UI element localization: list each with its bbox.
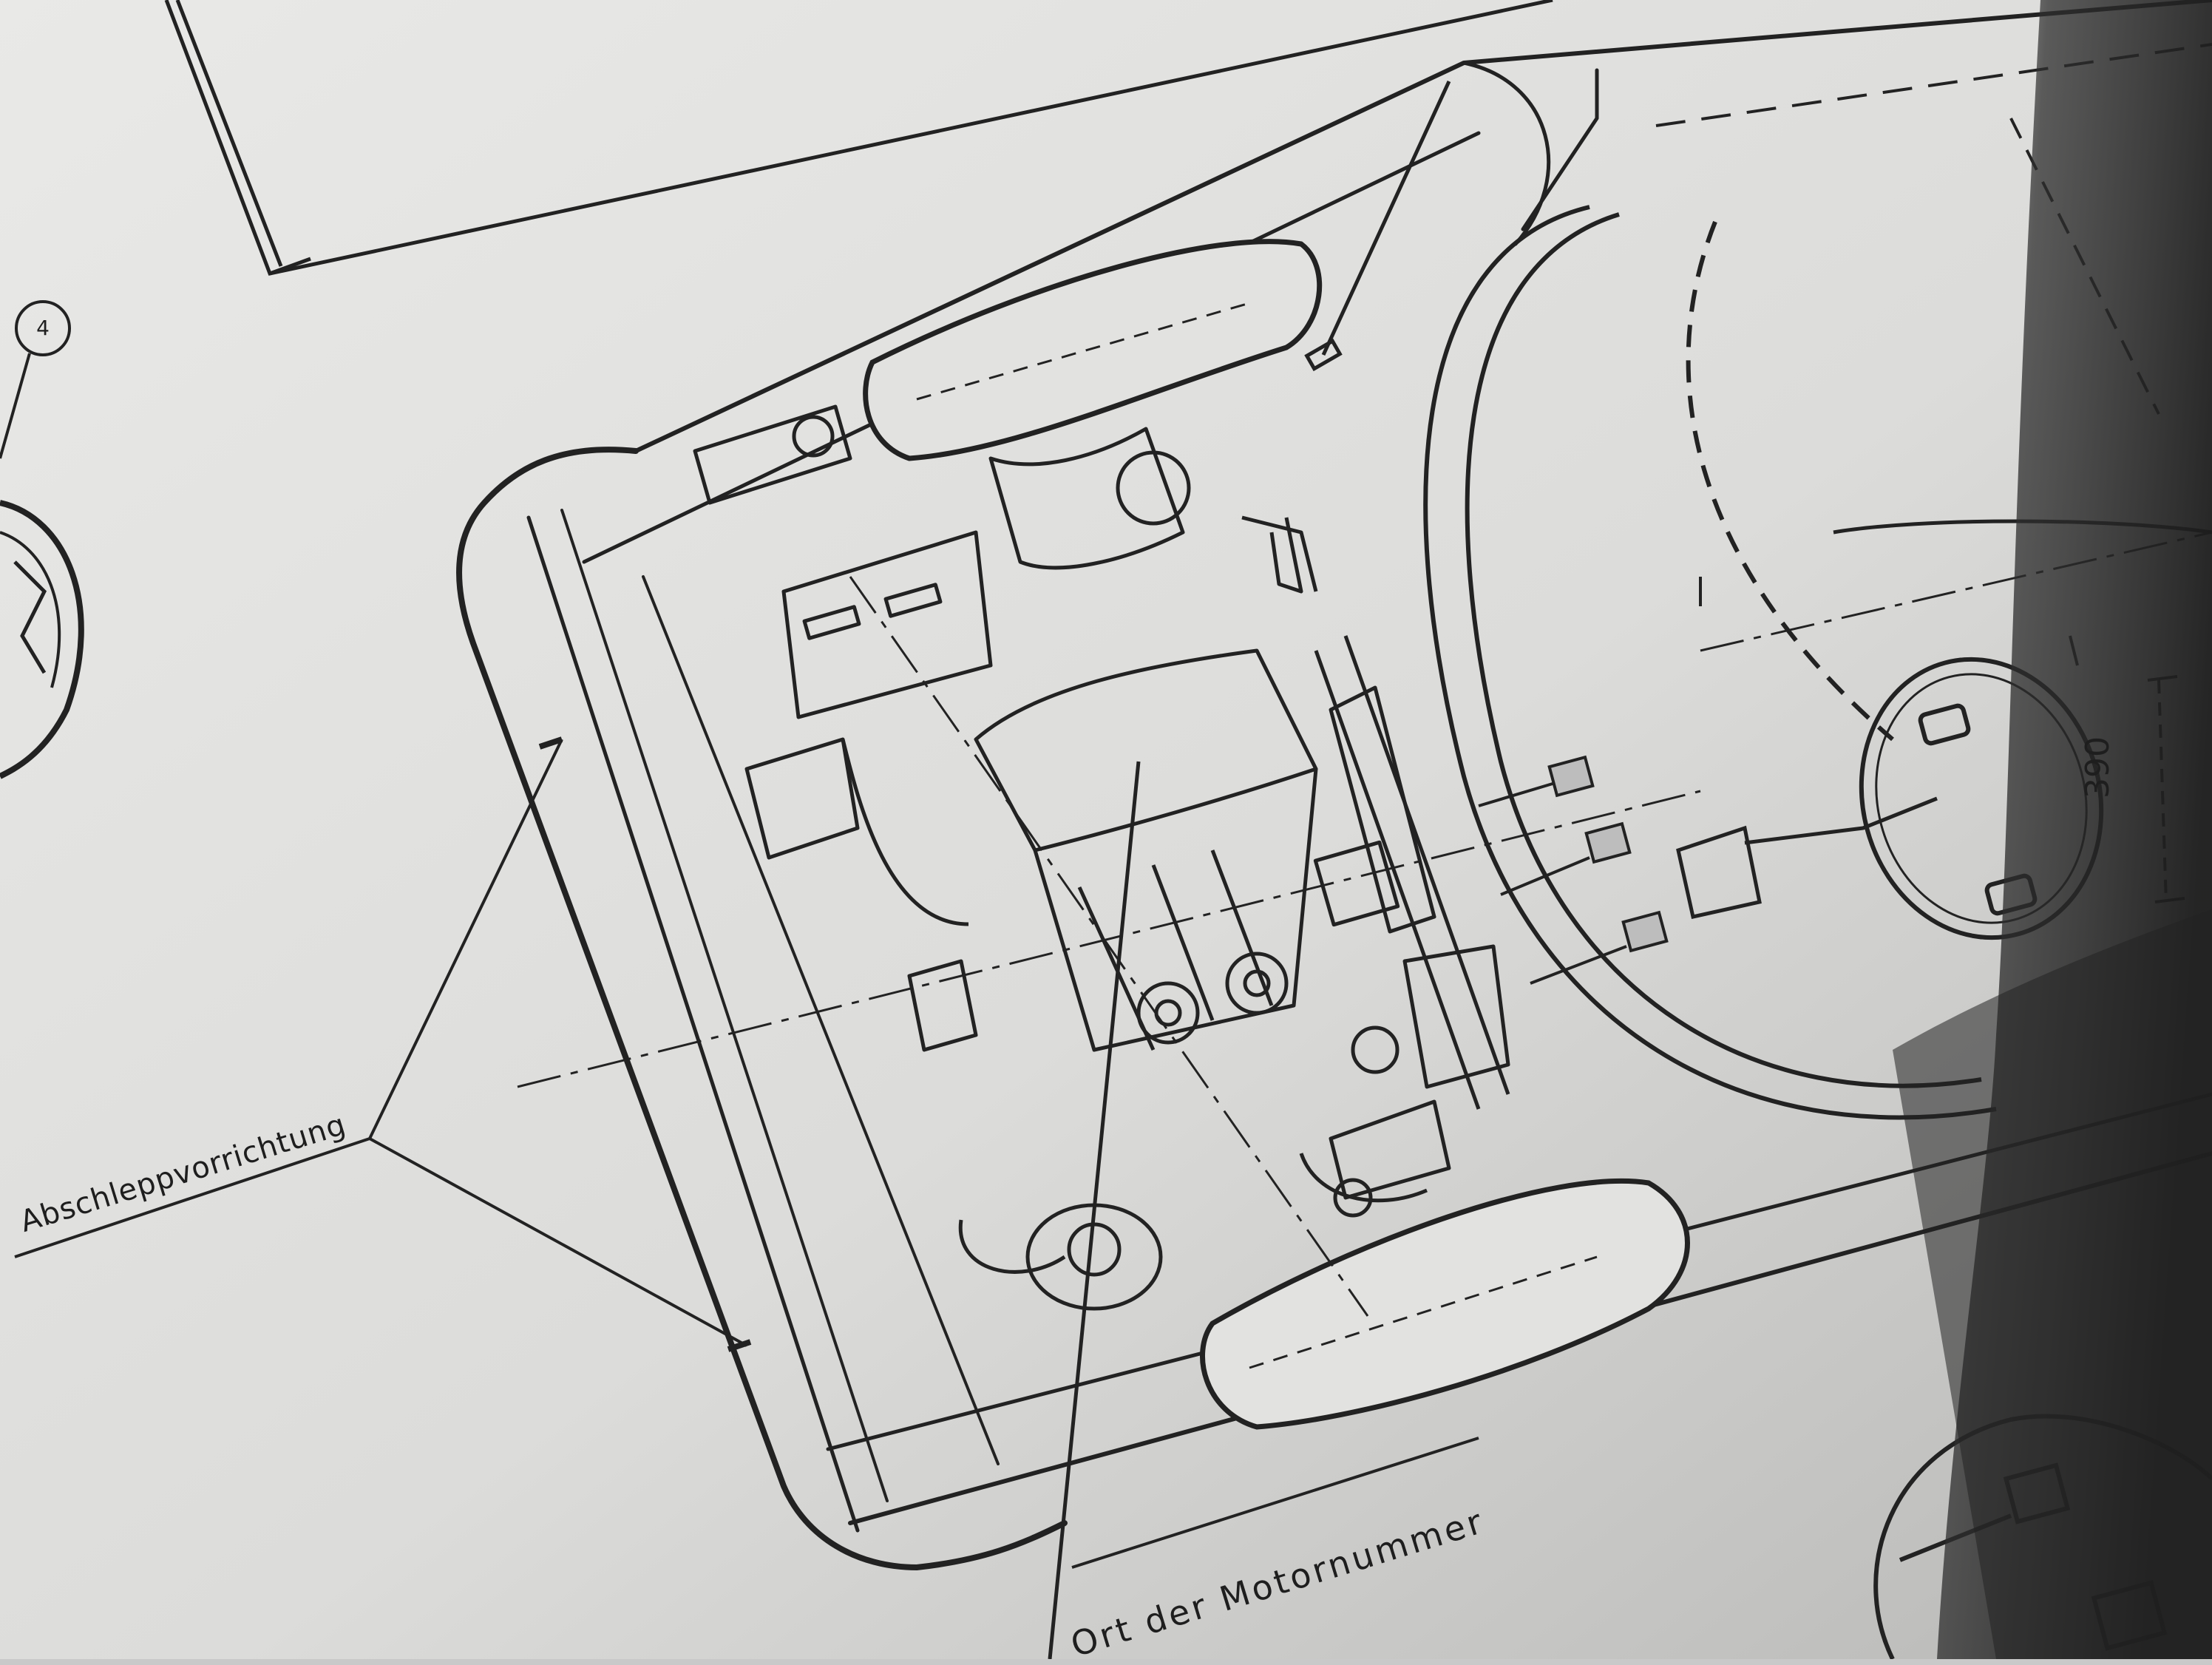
pedals <box>1547 755 1669 953</box>
towing-leaders <box>14 736 752 1352</box>
tire-bottom <box>1200 1178 1690 1430</box>
detail-marker-4 <box>0 300 84 779</box>
hand-shadow-edge <box>1893 909 2212 1659</box>
dimension-label: 390 <box>2079 736 2117 798</box>
tire-top <box>863 239 1323 461</box>
seat-leader <box>1304 80 1451 372</box>
upper-frame <box>164 0 1553 276</box>
engine-number-leader <box>1048 761 1479 1659</box>
engine-bay <box>693 404 1510 1311</box>
detail-marker-label: 4 <box>36 316 50 340</box>
pedal-rods <box>1478 782 1627 985</box>
